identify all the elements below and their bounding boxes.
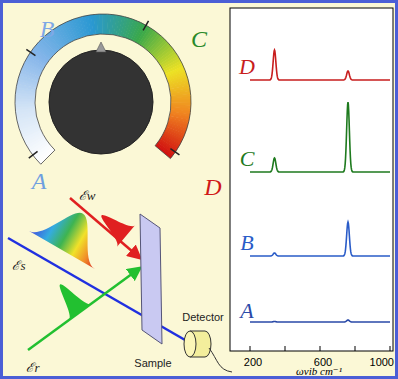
detector-symbol bbox=[184, 331, 232, 372]
axis-tick bbox=[355, 346, 356, 351]
tick-label: 200 bbox=[244, 357, 262, 368]
spectrum-trace bbox=[250, 50, 390, 80]
axis-tick bbox=[250, 346, 251, 351]
probe-beam bbox=[28, 268, 140, 350]
dial-pointer bbox=[96, 42, 106, 52]
sample-slab bbox=[140, 214, 162, 344]
field-label: ℰr bbox=[26, 361, 39, 374]
signal-beam bbox=[8, 238, 192, 344]
dial-label: A bbox=[32, 169, 47, 193]
dial-tick bbox=[29, 151, 38, 158]
dial-tick bbox=[170, 149, 179, 155]
dial-label: C bbox=[191, 27, 207, 51]
part-label: Sample bbox=[134, 358, 171, 369]
dial-band bbox=[155, 144, 172, 159]
probe-pulse bbox=[49, 276, 92, 320]
trace-label: B bbox=[240, 232, 253, 254]
dial-label: D bbox=[204, 175, 221, 199]
dial-knob bbox=[49, 50, 153, 154]
dial-tick bbox=[143, 21, 148, 31]
field-label: ℰs bbox=[12, 259, 25, 272]
plot-frame bbox=[230, 8, 393, 351]
trace-label: C bbox=[240, 148, 255, 170]
dial-outline bbox=[15, 14, 191, 164]
spectrum-trace bbox=[250, 222, 390, 256]
axis-tick bbox=[285, 346, 286, 351]
part-label: Detector bbox=[182, 312, 224, 323]
field-label: ℰw bbox=[79, 189, 96, 202]
tick-label: 1000 bbox=[370, 357, 394, 368]
dial bbox=[15, 14, 191, 164]
axis-tick bbox=[390, 346, 391, 351]
pump-pulse bbox=[92, 205, 135, 247]
dial-label: B bbox=[40, 17, 55, 41]
axis-ticks bbox=[250, 346, 390, 351]
spectra bbox=[250, 50, 390, 322]
trace-label: D bbox=[239, 56, 255, 78]
dial-tick bbox=[26, 49, 35, 55]
spectrum-trace bbox=[250, 320, 390, 322]
spectrum-trace bbox=[250, 102, 390, 172]
broadband-pulse bbox=[29, 195, 116, 269]
trace-label: A bbox=[240, 300, 253, 322]
axis-tick bbox=[320, 346, 321, 351]
axis-label: ωvib cm⁻¹ bbox=[296, 365, 342, 376]
pump-beam bbox=[70, 198, 140, 258]
